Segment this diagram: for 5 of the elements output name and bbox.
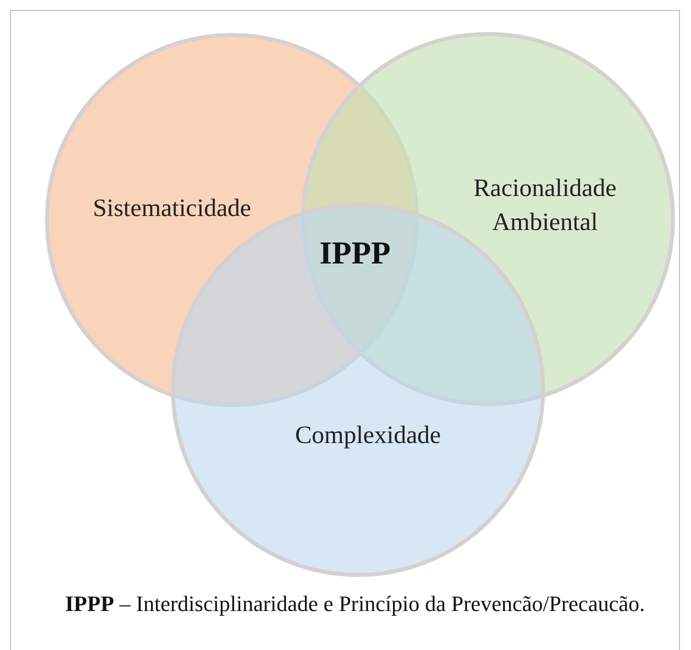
circle-label: Complexidade [294,421,442,451]
caption: IPPP – Interdisciplinaridade e Princípio da Prevencão/Precaucão. [64,590,646,618]
circle-label: Racionalidade Ambiental [472,174,618,238]
intersection-label: IPPP [319,234,391,272]
circle-label: Sistematicidade [92,194,252,224]
